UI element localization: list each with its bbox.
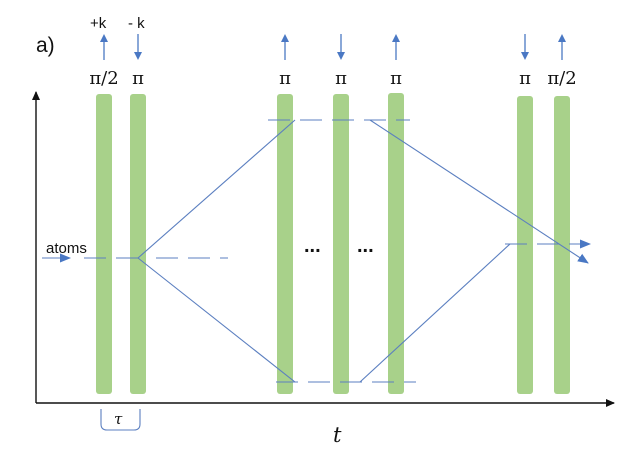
pulse-label-7: π/2 [547, 68, 576, 89]
pulse-bar-4 [333, 94, 349, 394]
pulse-bar-1 [96, 94, 112, 394]
ellipsis-right: ... [357, 235, 374, 257]
pulse-bar-3 [277, 94, 293, 394]
pulse-bar-7 [554, 96, 570, 394]
pulse-label-1: π/2 [89, 68, 118, 89]
pulse-label-2: π [132, 68, 144, 89]
path-upper-descend [369, 119, 589, 264]
pulse-label-6: π [519, 68, 531, 89]
path-lower-split [137, 257, 296, 383]
laser-pulses: π/2 π π π π π π/2 [89, 34, 577, 394]
pulse-label-5: π [390, 68, 402, 89]
atom-trajectories [42, 119, 591, 383]
tau-bracket [100, 409, 141, 431]
path-lower-ascend [359, 243, 511, 383]
pulse-label-4: π [335, 68, 347, 89]
tau-label: τ [114, 410, 123, 428]
panel-label: a) [36, 34, 55, 57]
pulse-label-3: π [279, 68, 291, 89]
pulse-bar-6 [517, 96, 533, 394]
ellipsis-left: ... [304, 235, 321, 257]
minus-k-label: - k [128, 15, 145, 32]
atoms-label: atoms [46, 240, 87, 257]
plus-k-label: +k [90, 15, 107, 32]
pulse-bar-5 [388, 93, 404, 394]
time-axis-label: t [333, 423, 342, 447]
pulse-bar-2 [130, 94, 146, 394]
path-upper-split [137, 119, 296, 259]
